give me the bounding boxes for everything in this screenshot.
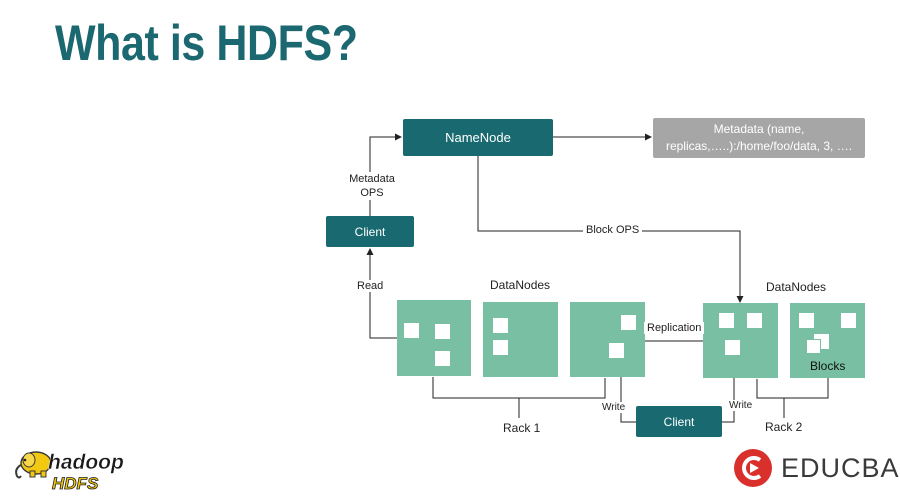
datanode-5: Blocks (790, 303, 865, 378)
metadata-box: Metadata (name, replicas,…..):/home/foo/… (653, 118, 865, 158)
block (493, 340, 508, 355)
datanode-4 (703, 303, 778, 378)
rack1-label: Rack 1 (503, 421, 541, 435)
block (435, 351, 450, 366)
block (719, 313, 734, 328)
datanode-3 (570, 302, 645, 377)
write-left-arrow (617, 360, 636, 423)
metadata-ops-label: Metadata OPS (340, 172, 404, 200)
metadata-line2: replicas,…..):/home/foo/data, 3, …. (665, 139, 853, 153)
client-top-box: Client (326, 216, 414, 247)
block (841, 313, 856, 328)
namenode-label: NameNode (445, 130, 511, 145)
educba-play-icon (734, 449, 772, 487)
rack2-label: Rack 2 (765, 420, 803, 434)
hadoop-wordmark: hadoop (48, 451, 124, 474)
block (747, 313, 762, 328)
block (806, 339, 821, 354)
datanodes-right-label: DataNodes (766, 280, 827, 294)
block (725, 340, 740, 355)
client-top-label: Client (354, 224, 386, 239)
client-bottom-box: Client (636, 406, 722, 437)
educba-wordmark: EDUCBA (781, 452, 900, 483)
read-arrow (366, 248, 397, 339)
block (621, 315, 636, 330)
metadata-line1: Metadata (name, (713, 122, 805, 136)
rack2-bracket (756, 378, 829, 399)
block (493, 318, 508, 333)
hadoop-hdfs-wordmark: HDFS (52, 474, 99, 493)
block (799, 313, 814, 328)
hadoop-logo: hadoop HDFS (15, 451, 124, 493)
hadoop-elephant-icon (15, 451, 52, 479)
blocks-label: Blocks (810, 359, 846, 373)
replication-label: Replication (644, 322, 705, 334)
client-bottom-label: Client (663, 414, 695, 429)
block (435, 324, 450, 339)
block (404, 323, 419, 338)
datanode-2 (483, 302, 558, 377)
metadata-ops-line2: OPS (360, 187, 384, 199)
datanodes-left-label: DataNodes (490, 278, 551, 292)
namenode-box: NameNode (403, 119, 553, 156)
write-right-arrow (722, 360, 738, 423)
write-left-label: Write (599, 402, 629, 413)
write-right-label: Write (726, 400, 756, 411)
block (609, 343, 624, 358)
educba-logo: EDUCBA (733, 448, 900, 488)
datanode-1 (397, 300, 471, 376)
rack1-bracket (432, 377, 606, 399)
read-label: Read (354, 280, 387, 292)
block-ops-label: Block OPS (583, 224, 643, 236)
metadata-ops-line1: Metadata (349, 173, 395, 185)
page-title: What is HDFS? (55, 15, 358, 71)
